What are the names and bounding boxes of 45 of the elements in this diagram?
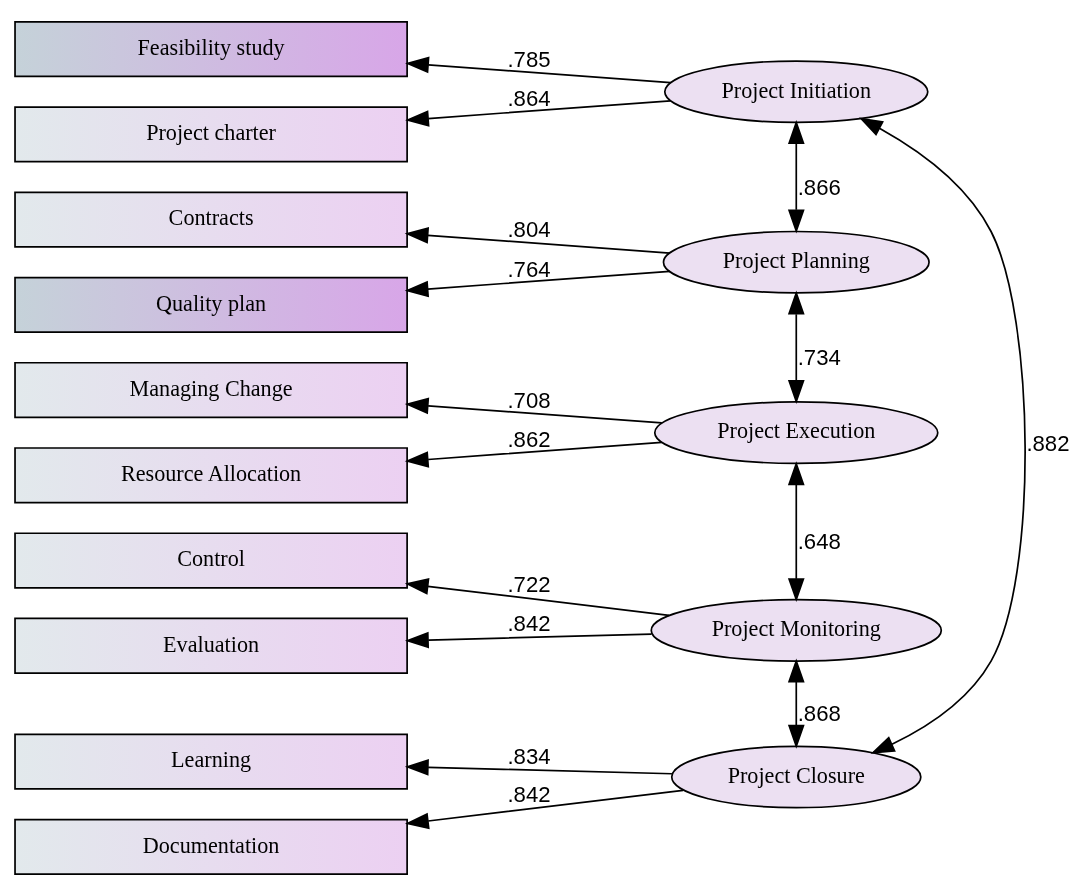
arrow [405, 789, 684, 830]
arrow [787, 658, 805, 749]
edge-label: .882 [1026, 430, 1070, 456]
edge-label: .722 [507, 571, 551, 597]
arrow [404, 759, 673, 776]
arrow [858, 117, 1026, 754]
edge-label: .862 [507, 426, 551, 452]
node-box: Feasibility study [14, 20, 408, 78]
arrow [404, 270, 671, 298]
edge-label: .734 [797, 345, 841, 371]
arrow [404, 227, 671, 254]
arrow [404, 397, 663, 424]
node-box: Contracts [14, 191, 408, 248]
edge-label: .842 [507, 611, 551, 637]
edge-label: .785 [507, 46, 551, 72]
edge-label: .708 [507, 387, 551, 413]
arrow [787, 461, 805, 603]
node-box: Quality plan [14, 276, 408, 333]
node-box: Documentation [14, 818, 408, 876]
edge-label: .866 [797, 175, 841, 201]
edge-label: .804 [507, 217, 551, 243]
node-box: Managing Change [14, 361, 408, 419]
edge-label: .868 [797, 701, 841, 727]
node-ellipse: Project Planning [662, 230, 930, 294]
edge-label: .834 [507, 744, 551, 770]
edge-label: .864 [507, 86, 551, 112]
edge-label: .764 [507, 256, 551, 282]
node-ellipse: Project Execution [653, 401, 939, 465]
arrow [405, 56, 672, 84]
node-box: Control [14, 532, 408, 589]
edge-label: .842 [507, 781, 551, 807]
node-box: Evaluation [14, 617, 408, 674]
arrow [404, 578, 670, 617]
node-ellipse: Project Closure [670, 745, 922, 809]
edge-label: .648 [797, 529, 841, 555]
node-ellipse: Project Monitoring [650, 598, 943, 662]
arrow [405, 99, 672, 127]
arrow [404, 441, 663, 468]
node-box: Learning [14, 733, 408, 790]
node-ellipse: Project Initiation [663, 60, 929, 124]
node-box: Project charter [14, 106, 408, 163]
node-box: Resource Allocation [14, 447, 408, 504]
arrow [787, 120, 805, 234]
arrow [787, 290, 805, 404]
arrow [404, 631, 653, 649]
